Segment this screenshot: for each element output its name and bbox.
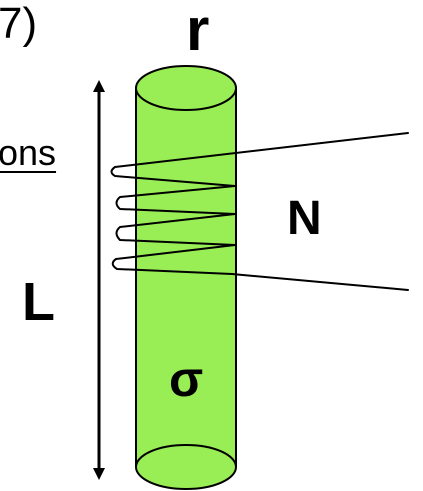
cylinder-bottom-back-rim [135,444,237,468]
equation-fragment-text: 7) [0,0,38,48]
cylinder-body [135,87,237,490]
cylinder-top [135,65,237,111]
conductivity-label: σ [169,351,204,407]
length-label: L [22,272,55,332]
turns-word-text: ons [0,132,57,173]
radius-label: r [186,0,210,63]
coil-winding [110,132,409,291]
turns-label: N [287,192,322,245]
